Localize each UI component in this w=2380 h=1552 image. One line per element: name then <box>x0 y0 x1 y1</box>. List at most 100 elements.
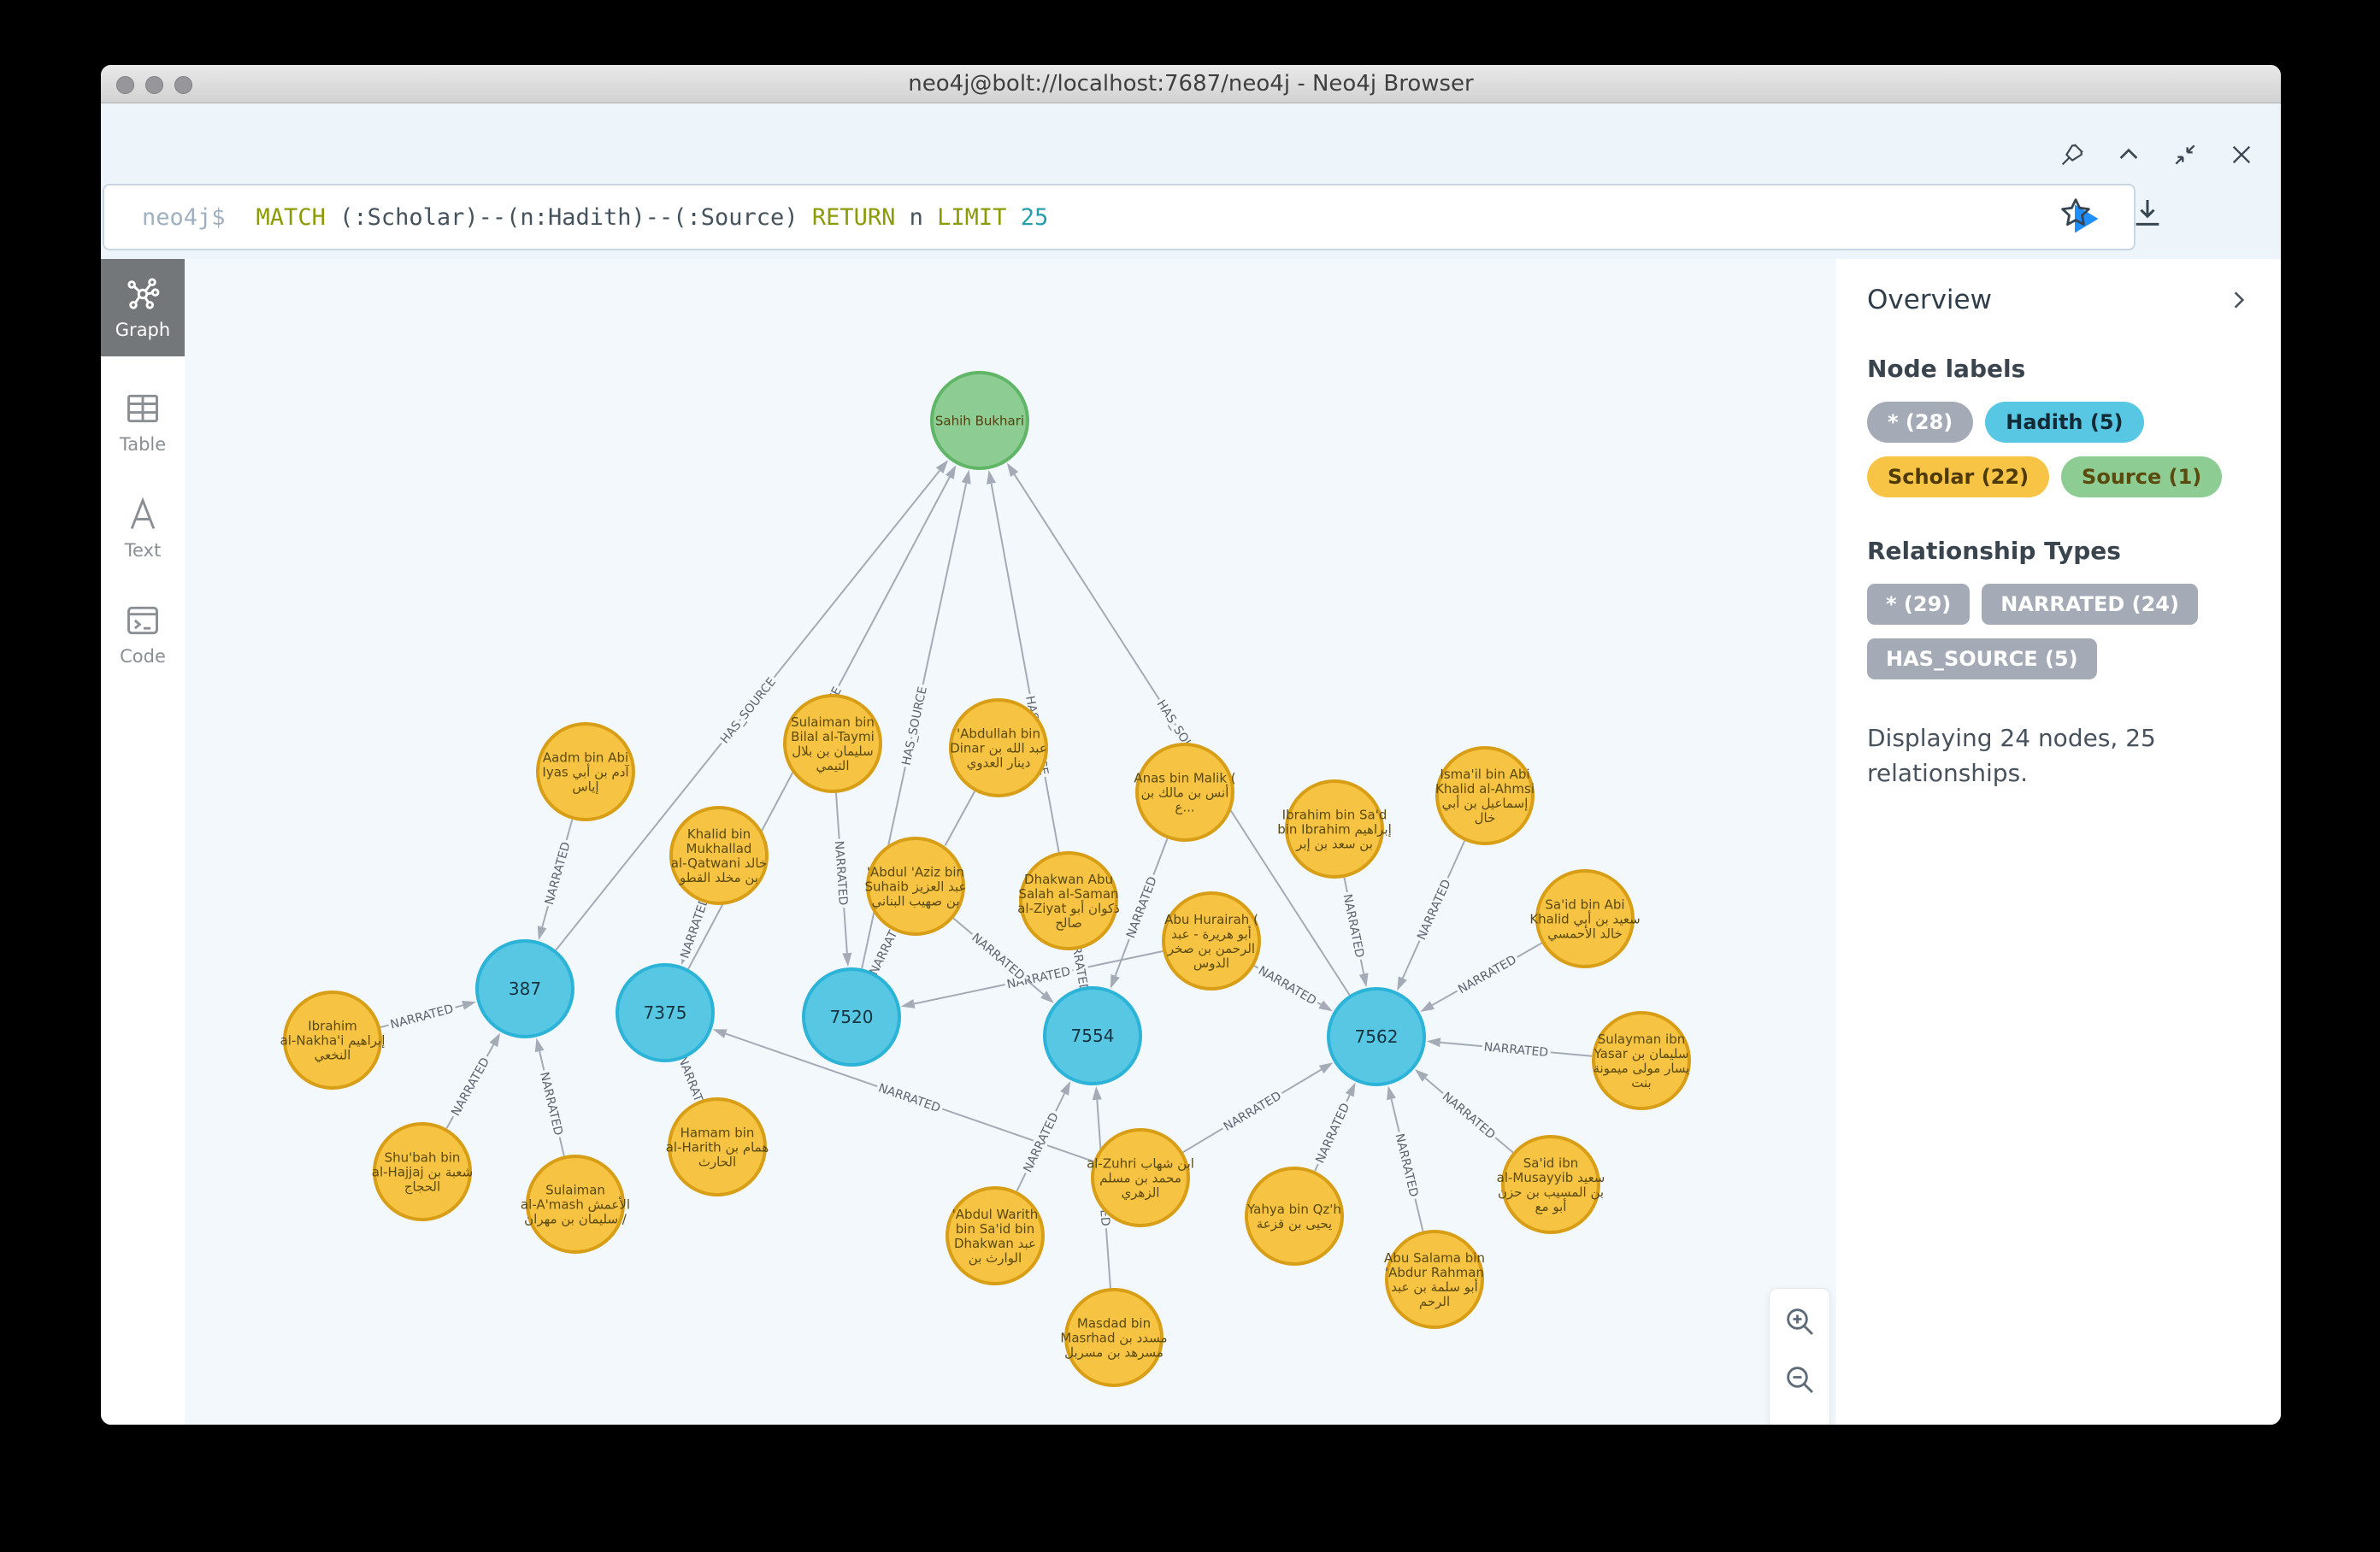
graph-edge-narrated[interactable]: NARRATED <box>380 999 476 1035</box>
graph-node-hadith-7562[interactable]: 7562 <box>1327 987 1426 1086</box>
node-label-pill[interactable]: Source (1) <box>2061 456 2223 497</box>
graph-node-caption: 387 <box>509 979 541 999</box>
graph-node-hadith-7375[interactable]: 7375 <box>616 963 715 1062</box>
cypher-query-editor[interactable]: neo4j$ MATCH (:Scholar)--(n:Hadith)--(:S… <box>103 184 2136 250</box>
graph-edge-narrated[interactable]: NARRATED <box>1387 1085 1424 1232</box>
zoom-out-icon[interactable] <box>1782 1362 1817 1396</box>
pin-icon[interactable] <box>2059 141 2086 168</box>
graph-edge-narrated[interactable]: NARRATED <box>1337 877 1370 988</box>
graph-edge-narrated[interactable]: NARRATED <box>1182 1062 1334 1154</box>
table-view-icon <box>127 394 158 423</box>
relationship-type-chip[interactable]: * (29) <box>1867 584 1971 625</box>
download-icon[interactable] <box>2130 196 2165 230</box>
node-label-pill[interactable]: Hadith (5) <box>1985 402 2144 443</box>
graph-edge-label: NARRATED <box>449 1055 492 1119</box>
window-titlebar[interactable]: neo4j@bolt://localhost:7687/neo4j - Neo4… <box>101 65 2281 103</box>
graph-edge-narrated[interactable]: NARRATED <box>828 792 852 967</box>
graph-edge-narrated[interactable]: NARRATED <box>1414 1069 1514 1154</box>
relationship-type-chip[interactable]: HAS_SOURCE (5) <box>1867 638 2097 679</box>
close-icon[interactable] <box>2228 141 2255 168</box>
graph-edge-narrated[interactable]: NARRATED <box>1311 1082 1356 1172</box>
query-token: :Source <box>686 203 785 231</box>
minimize-traffic-light[interactable] <box>145 76 163 94</box>
graph-edge-narrated[interactable]: NARRATED <box>1016 1081 1071 1192</box>
graph-edge-label: NARRATED <box>537 1071 565 1137</box>
chevron-right-icon[interactable] <box>2228 289 2250 311</box>
fit-to-screen-icon[interactable] <box>1782 1420 1817 1425</box>
query-token: MATCH <box>256 203 340 231</box>
graph-edge-narrated[interactable]: NARRATED <box>534 1038 568 1156</box>
graph-canvas[interactable]: HAS_SOURCEHAS_SOURCEHAS_SOURCEHAS_SOURCE… <box>185 259 1836 1425</box>
tab-graph[interactable]: Graph <box>101 259 185 356</box>
relationship-type-chip[interactable]: NARRATED (24) <box>1982 584 2198 625</box>
cypher-query-text[interactable]: MATCH (:Scholar)--(n:Hadith)--(:Source) … <box>256 204 1049 231</box>
node-label-pill[interactable]: * (28) <box>1867 402 1974 443</box>
close-traffic-light[interactable] <box>116 76 134 94</box>
graph-node-source-bukhari[interactable]: Sahih Bukhari <box>930 371 1029 470</box>
graph-edge-label: NARRATED <box>1440 1090 1498 1142</box>
query-token: :Hadith <box>533 203 632 231</box>
graph-edge-label: NARRATED <box>1340 893 1367 959</box>
graph-edge-narrated[interactable]: NARRATED <box>1420 942 1543 1012</box>
graph-view-icon <box>127 278 160 309</box>
zoom-in-icon[interactable] <box>1782 1304 1817 1338</box>
tab-table[interactable]: Table <box>101 373 185 471</box>
tab-code[interactable]: Code <box>101 585 185 683</box>
query-token: (:Scholar)--( <box>339 203 521 231</box>
tab-text[interactable]: Text <box>101 479 185 577</box>
graph-edge-label: NARRATED <box>1124 875 1160 940</box>
main-area: Graph Table Text <box>101 259 2281 1425</box>
collapse-up-icon[interactable] <box>2115 141 2142 168</box>
favorite-star-icon[interactable] <box>2059 196 2093 230</box>
node-label-pills: * (28) Hadith (5) Scholar (22) Source (1) <box>1867 402 2250 497</box>
query-token: n <box>909 203 938 231</box>
graph-edge-narrated[interactable]: NARRATED <box>537 819 576 941</box>
shrink-icon[interactable] <box>2171 141 2199 168</box>
graph-node-hadith-387[interactable]: 387 <box>475 939 574 1038</box>
graph-edge-narrated[interactable]: NARRATED <box>1426 1038 1593 1063</box>
graph-edge-label: NARRATED <box>1456 953 1519 996</box>
graph-edge-narrated[interactable]: NARRATED <box>1397 840 1466 991</box>
graph-edge-narrated[interactable]: NARRATED <box>445 1032 501 1129</box>
graph-node-hadith-7554[interactable]: 7554 <box>1043 986 1142 1085</box>
graph-edge-label: NARRATED <box>1415 878 1454 943</box>
zoom-traffic-light[interactable] <box>174 76 192 94</box>
query-token: RETURN <box>811 203 910 231</box>
query-token: LIMIT <box>937 203 1021 231</box>
graph-node-hadith-7520[interactable]: 7520 <box>802 967 901 1067</box>
neo4j-browser-window: neo4j@bolt://localhost:7687/neo4j - Neo4… <box>101 65 2281 1425</box>
graph-edge-label: NARRATED <box>969 931 1027 983</box>
graph-edge-narrated[interactable]: NARRATED <box>1252 961 1333 1012</box>
node-label-pill[interactable]: Scholar (22) <box>1867 456 2050 497</box>
graph-edge-label: NARRATED <box>678 895 712 961</box>
run-query-button[interactable] <box>2065 200 2103 238</box>
